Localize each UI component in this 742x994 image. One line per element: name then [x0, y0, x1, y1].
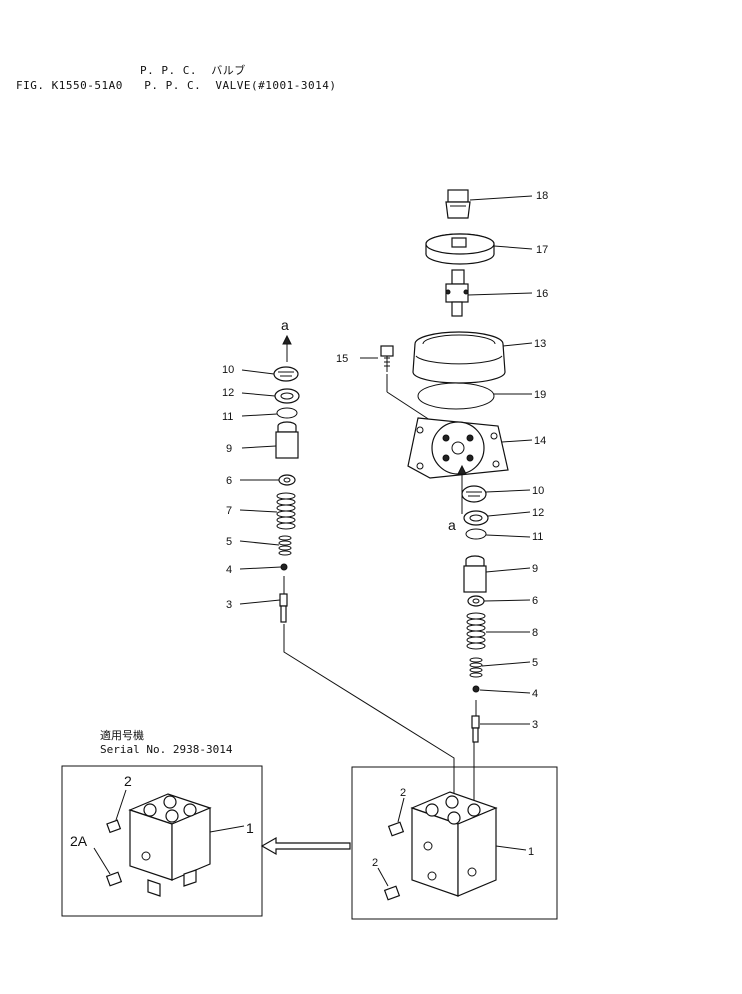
part-19-o-ring: [417, 382, 495, 410]
callout-2-lower: 2: [372, 857, 378, 869]
callout-10-right: 10: [532, 485, 544, 497]
part-3-left: [279, 576, 288, 623]
callout-15: 15: [336, 353, 348, 365]
part-4-right: [472, 685, 480, 693]
part-10-left: [273, 366, 299, 382]
arrow-a-left: [282, 334, 292, 362]
callout-4-left: 4: [226, 564, 232, 576]
part-4-left: [280, 563, 288, 571]
part-5-spring-right: [469, 657, 483, 678]
part-2-plug-lower: [383, 885, 401, 901]
part-18-fitting: [445, 189, 471, 219]
part-2-plug-upper: [387, 821, 405, 837]
part-1-valve-body-inset: [128, 793, 212, 897]
part-6-left: [278, 474, 296, 486]
callout-14: 14: [534, 435, 546, 447]
part-15-bolt: [380, 345, 394, 372]
callout-5-right: 5: [532, 657, 538, 669]
callout-11-left: 11: [222, 411, 233, 423]
callout-2-inset: 2: [124, 773, 132, 789]
callout-6-right: 6: [532, 595, 538, 607]
callout-11-right: 11: [532, 531, 543, 543]
part-9-right: [463, 555, 487, 593]
title-japanese: P. P. C. バルブ: [140, 64, 246, 77]
callout-10-left: 10: [222, 364, 234, 376]
callout-12-right: 12: [532, 507, 544, 519]
callout-17: 17: [536, 244, 548, 256]
part-7-spring: [276, 492, 296, 530]
callout-9-right: 9: [532, 563, 538, 575]
part-12-left: [274, 388, 300, 404]
callout-a-left: a: [281, 317, 289, 333]
part-2-plug-inset: [106, 819, 122, 834]
part-10-right: [461, 485, 487, 503]
callout-6-left: 6: [226, 475, 232, 487]
callout-2a-inset: 2A: [70, 833, 88, 849]
serial-inset-frame: [61, 765, 263, 917]
callout-3-right: 3: [532, 719, 538, 731]
serial-number: Serial No. 2938-3014: [100, 743, 233, 756]
part-8-spring-right: [466, 612, 486, 650]
part-9-left: [275, 421, 299, 459]
frame-arrow-left: [260, 836, 351, 856]
callout-18: 18: [536, 190, 548, 202]
callout-7: 7: [226, 505, 232, 517]
part-17-disk: [425, 233, 495, 265]
part-14-plate: [407, 417, 509, 479]
part-6-right: [467, 595, 485, 607]
callout-19: 19: [534, 389, 546, 401]
callout-13: 13: [534, 338, 546, 350]
part-2a-plug-inset: [105, 871, 123, 887]
part-1-valve-body: [410, 791, 498, 897]
callout-9-left: 9: [226, 443, 232, 455]
callout-5-left: 5: [226, 536, 232, 548]
callout-4-right: 4: [532, 688, 538, 700]
figure-title: FIG. K1550-51A0 P. P. C. VALVE(#1001-301…: [16, 79, 337, 92]
callout-2-upper: 2: [400, 787, 406, 799]
callout-12-left: 12: [222, 387, 234, 399]
part-11-right: [465, 528, 487, 540]
main-body-frame: [351, 766, 558, 920]
part-5-spring-left: [278, 535, 292, 556]
part-16-joint: [445, 269, 469, 317]
part-11-left: [276, 407, 298, 419]
callout-16: 16: [536, 288, 548, 300]
callout-1-inset: 1: [246, 820, 254, 836]
part-3-right: [471, 700, 480, 743]
serial-label-japanese: 適用号機: [100, 729, 144, 742]
callout-1-main: 1: [528, 846, 534, 858]
callout-8: 8: [532, 627, 538, 639]
callout-3-left: 3: [226, 599, 232, 611]
callout-a-right: a: [448, 517, 456, 533]
part-13-boot: [412, 331, 506, 384]
part-12-right: [463, 510, 489, 526]
